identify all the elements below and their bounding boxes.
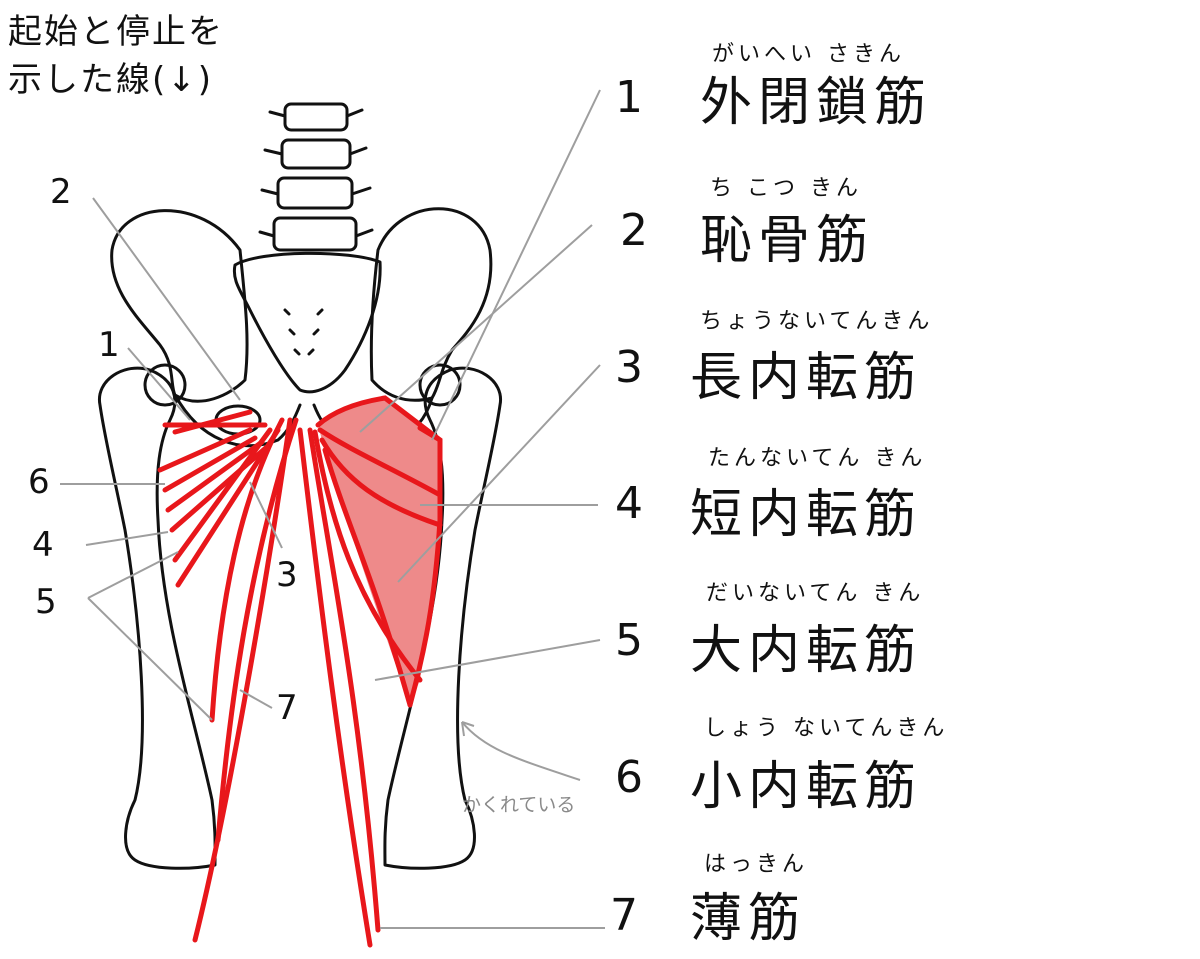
legend-ruby-2: ち こつ きん — [710, 176, 862, 201]
legend-ruby-3: ちょうないてんきん — [700, 309, 934, 334]
legend-ruby-7: はっきん — [704, 852, 809, 877]
pelvis-right-ilium — [369, 207, 493, 402]
legend-ruby-5: だいないてん きん — [706, 581, 925, 606]
label-5: 5 — [35, 582, 57, 622]
label-4: 4 — [32, 525, 54, 565]
legend-num-2: 2 — [620, 205, 648, 256]
legend-num-4: 4 — [615, 478, 643, 529]
pelvis-left-ilium — [110, 209, 249, 403]
legend-name-2: 恥骨筋 — [700, 211, 875, 271]
label-1: 1 — [98, 325, 120, 365]
legend-name-7: 薄筋 — [690, 889, 807, 949]
legend-num-3: 3 — [615, 342, 643, 393]
legend-ruby-4: たんないてん きん — [708, 446, 927, 471]
legend-name-4: 短内転筋 — [690, 485, 923, 545]
legend-ruby-6: しょう ないてんきん — [704, 716, 949, 741]
left-femur — [98, 366, 217, 870]
caption-line-2: 示した線(↓) — [8, 60, 214, 100]
right-femur — [383, 366, 502, 870]
caption: 起始と停止を 示した線(↓) — [8, 8, 224, 104]
caption-line-1: 起始と停止を — [8, 12, 224, 52]
legend-name-5: 大内転筋 — [690, 621, 923, 681]
label-7: 7 — [276, 688, 298, 728]
legend-ruby-1: がいへい さきん — [712, 42, 905, 67]
sacrum — [232, 251, 382, 394]
label-6: 6 — [28, 462, 50, 502]
legend-num-1: 1 — [615, 72, 643, 123]
legend-name-1: 外閉鎖筋 — [700, 73, 933, 133]
legend-num-7: 7 — [610, 890, 638, 941]
legend-name-6: 小内転筋 — [690, 757, 923, 817]
label-3: 3 — [276, 555, 298, 595]
label-2: 2 — [50, 172, 72, 212]
legend-name-3: 長内転筋 — [690, 348, 923, 408]
lumbar-spine — [258, 102, 374, 252]
legend-num-6: 6 — [615, 752, 643, 803]
legend-num-5: 5 — [615, 615, 643, 666]
hidden-note: かくれている — [462, 794, 576, 816]
